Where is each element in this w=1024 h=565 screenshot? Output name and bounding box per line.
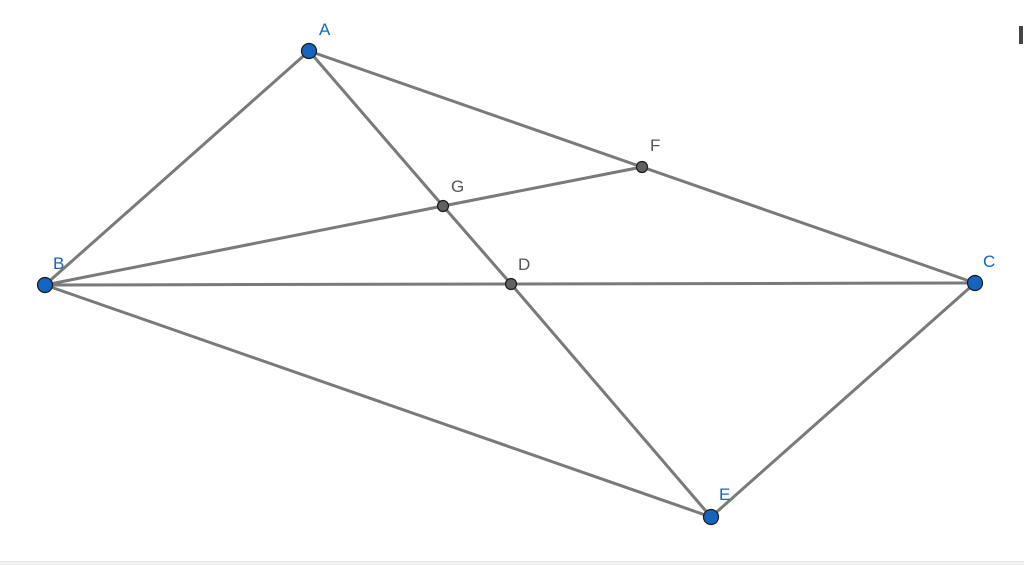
point-label-e: E	[719, 485, 730, 504]
point-f[interactable]	[635, 160, 649, 174]
segment-gf[interactable]	[441, 165, 644, 208]
bottom-border	[0, 561, 1024, 565]
segment-ec[interactable]	[709, 281, 977, 519]
segment-be[interactable]	[43, 283, 713, 519]
point-label-f: F	[650, 136, 660, 155]
segment-af[interactable]	[307, 49, 644, 169]
panel-edge-marker	[1019, 26, 1023, 44]
point-b[interactable]	[36, 276, 54, 294]
segment-ag[interactable]	[307, 49, 445, 208]
labels-layer: A B C E D F G	[53, 20, 995, 504]
segment-bd[interactable]	[43, 282, 513, 287]
point-label-d: D	[518, 255, 530, 274]
point-label-b: B	[53, 254, 64, 273]
segment-ab[interactable]	[43, 49, 311, 287]
point-label-g: G	[451, 177, 464, 196]
point-label-c: C	[983, 252, 995, 271]
point-g[interactable]	[436, 199, 450, 213]
segment-gd[interactable]	[441, 204, 513, 286]
point-label-a: A	[319, 20, 331, 39]
point-a[interactable]	[300, 42, 318, 60]
segments-layer	[43, 49, 977, 519]
segment-bg[interactable]	[43, 204, 445, 287]
segment-fc[interactable]	[640, 165, 977, 285]
point-d[interactable]	[504, 277, 518, 291]
segment-dc[interactable]	[509, 281, 977, 286]
point-c[interactable]	[966, 274, 984, 292]
point-e[interactable]	[702, 508, 720, 526]
segment-de[interactable]	[509, 282, 713, 519]
points-layer	[36, 42, 984, 526]
